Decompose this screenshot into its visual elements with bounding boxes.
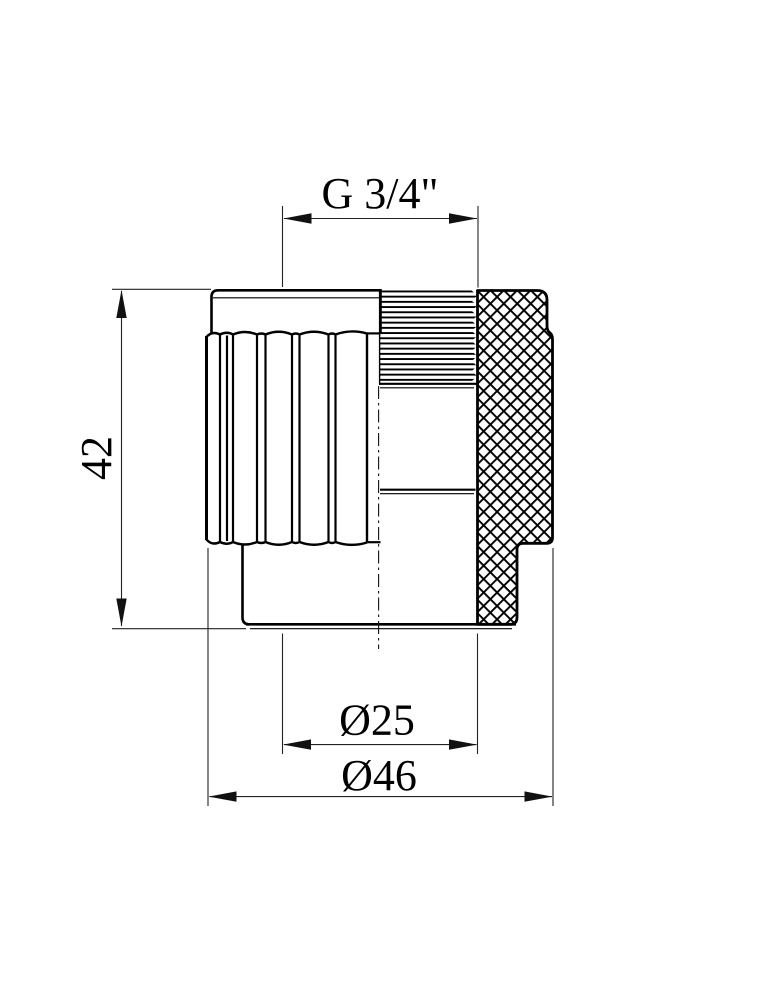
arrowhead-left: [283, 739, 311, 750]
arrowhead-right: [449, 213, 477, 224]
rib-top-scallop: [205, 330, 368, 338]
socket-section: [241, 488, 516, 630]
dimension-label-outer-diameter: Ø46: [341, 751, 417, 800]
arrowhead-left: [283, 213, 312, 224]
thread-hatch: [380, 290, 478, 382]
arrowhead-top: [116, 290, 127, 318]
dimension-label-thread: G 3/4": [322, 169, 439, 218]
arrowhead-bottom: [116, 598, 127, 627]
rib-bottom-scallop: [205, 538, 368, 547]
collar-outline: [210, 289, 382, 334]
fitting-body: [205, 289, 554, 649]
arrowhead-left: [208, 791, 237, 802]
arrowhead-right: [524, 791, 553, 802]
dimension-label-inner-diameter: Ø25: [339, 696, 415, 745]
rib-section: [205, 330, 381, 547]
dimension-height: [112, 288, 246, 630]
collar-section: [210, 289, 382, 335]
arrowhead-right: [449, 739, 477, 750]
thread-section: [380, 290, 478, 389]
rib-lines: [218, 335, 337, 541]
dimension-inner-diameter: [281, 633, 479, 754]
dimension-thread: [281, 206, 479, 288]
dimension-outer-diameter: [207, 548, 554, 806]
knurl-section: [476, 289, 554, 626]
dimension-label-height: 42: [72, 436, 121, 480]
socket-left-edge: [241, 544, 250, 626]
